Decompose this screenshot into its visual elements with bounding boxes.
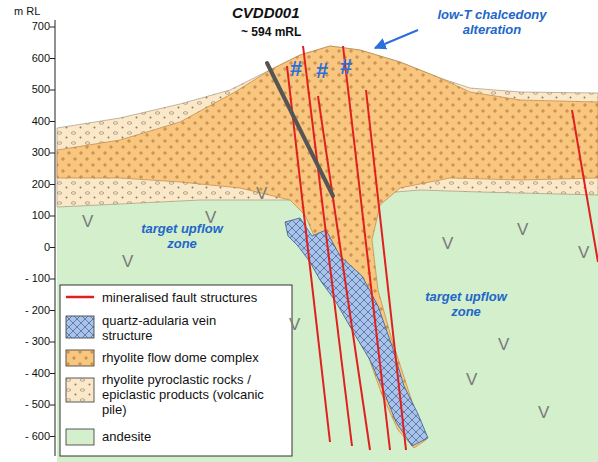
andesite-symbol: V: [517, 220, 537, 240]
alteration-symbol: #: [290, 56, 310, 81]
zone-label: target upflow zone: [126, 222, 238, 252]
vein-texture: [285, 218, 428, 446]
tick-label: 300: [8, 146, 50, 159]
legend-text: mineralised fault structures: [102, 290, 292, 305]
tick-label: - 400: [8, 367, 50, 380]
andesite-symbol: V: [122, 252, 142, 272]
tick-label: 100: [8, 209, 50, 222]
tick-label: - 200: [8, 304, 50, 317]
legend-texture: [66, 378, 94, 402]
legend-text: andesite: [102, 429, 287, 444]
axis-ticks: [50, 27, 55, 437]
tick-mark: [50, 27, 55, 28]
tick-label: - 500: [8, 398, 50, 411]
tick-label: 700: [8, 20, 50, 33]
legend-text: quartz-adularia vein structure: [102, 313, 252, 343]
zone-label: low-T chalcedony alteration: [422, 8, 562, 38]
tick-mark: [50, 373, 55, 374]
andesite-symbol: V: [498, 335, 518, 355]
legend-swatch: [65, 294, 95, 300]
tick-mark: [50, 58, 55, 59]
tick-label: - 100: [8, 272, 50, 285]
andesite-symbol: V: [82, 212, 102, 232]
andesite-symbol: V: [205, 208, 225, 228]
vein-body: [285, 218, 428, 446]
fault-line: [287, 66, 330, 442]
axis-line: [55, 20, 56, 456]
tick-label: 600: [8, 52, 50, 65]
tick-mark: [50, 247, 55, 248]
tick-mark: [50, 405, 55, 406]
dome-texture: [57, 46, 598, 448]
fault-line: [318, 96, 370, 450]
legend-texture: [66, 350, 94, 366]
fault-lines: [287, 46, 598, 450]
tick-label: - 600: [8, 430, 50, 443]
tick-label: 0: [8, 241, 50, 254]
legend-box: [60, 285, 292, 456]
andesite-symbol: V: [442, 234, 462, 254]
tick-mark: [50, 121, 55, 122]
andesite-symbol: V: [256, 184, 276, 204]
fault-line: [303, 46, 352, 446]
andesite-symbol: V: [538, 403, 558, 423]
legend-line-sample: [66, 296, 94, 299]
andesite-symbol: V: [289, 315, 309, 335]
leader-arrow: [375, 30, 418, 48]
tick-mark: [50, 216, 55, 217]
alteration-symbol: #: [316, 58, 336, 83]
legend-swatch: [65, 377, 95, 403]
legend-color: [66, 350, 94, 366]
legend-text: rhyolite pyroclastic rocks / epiclastic …: [102, 372, 284, 417]
alteration-symbol: #: [340, 54, 360, 79]
tick-mark: [50, 342, 55, 343]
tick-mark: [50, 310, 55, 311]
tick-mark: [50, 153, 55, 154]
tick-label: 200: [8, 178, 50, 191]
tick-mark: [50, 184, 55, 185]
legend-color: [66, 429, 94, 445]
tick-label: 400: [8, 115, 50, 128]
axis-title: m RL: [14, 5, 54, 18]
zone-label: target upflow zone: [410, 290, 522, 320]
tick-label: - 300: [8, 335, 50, 348]
legend-texture: [66, 316, 94, 338]
fault-line: [366, 90, 406, 450]
legend-text: rhyolite flow dome complex: [102, 350, 287, 365]
tick-mark: [50, 90, 55, 91]
legend-swatch: [65, 349, 95, 367]
drillhole-name: CVDD001: [232, 4, 342, 21]
tick-mark: [50, 279, 55, 280]
legend-color: [66, 378, 94, 402]
legend-color: [66, 316, 94, 338]
tick-mark: [50, 436, 55, 437]
fault-line: [572, 110, 598, 262]
rhyolite-dome: [57, 46, 598, 448]
andesite-symbol: V: [578, 243, 598, 263]
elevation-note: ~ 594 mRL: [241, 26, 341, 40]
tick-label: 500: [8, 83, 50, 96]
andesite-symbol: V: [466, 370, 486, 390]
legend-swatch: [65, 428, 95, 446]
legend-swatch: [65, 315, 95, 339]
